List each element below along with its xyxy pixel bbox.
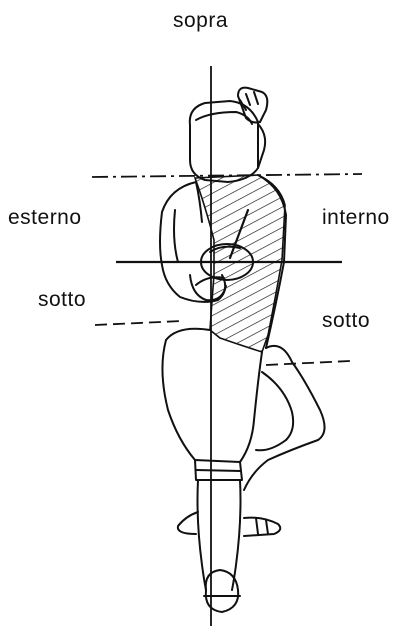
lower-right-dash-line — [266, 361, 350, 365]
shoe-left — [178, 512, 198, 534]
back-foot — [244, 518, 280, 536]
reference-lines — [92, 66, 362, 626]
front-leg — [162, 329, 210, 460]
lower-left-dash-line — [95, 321, 182, 325]
fencer-figure — [160, 88, 325, 612]
back-leg — [244, 346, 325, 490]
